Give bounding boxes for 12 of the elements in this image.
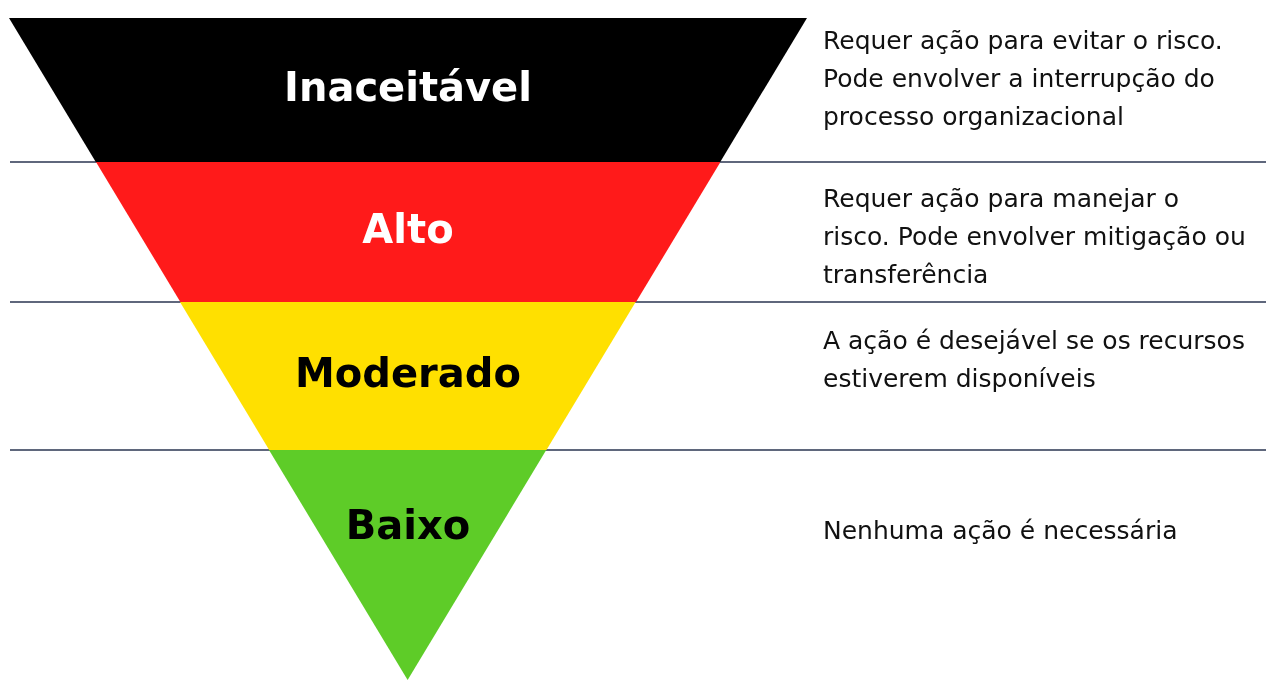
description-text: A ação é desejável se os recursos estiverem disponíveis [823,325,1246,395]
risk-level-label: Inaceitável [283,64,533,110]
description-text: Requer ação para manejar o risco. Pode envolver mitigação ou transferência [823,183,1247,291]
description-text: Requer ação para evitar o risco. Pode envolver a interrupção do processo organizacional [823,25,1224,133]
risk-level-label: Alto [361,206,455,252]
risk-level-band [180,302,636,450]
risk-level-band [95,162,721,302]
risk-level-band [269,450,547,680]
risk-level-label: Moderado [294,350,522,396]
risk-level-label: Baixo [344,502,472,548]
risk-level-band [9,18,807,162]
description-text: Nenhuma ação é necessária [823,515,1179,547]
